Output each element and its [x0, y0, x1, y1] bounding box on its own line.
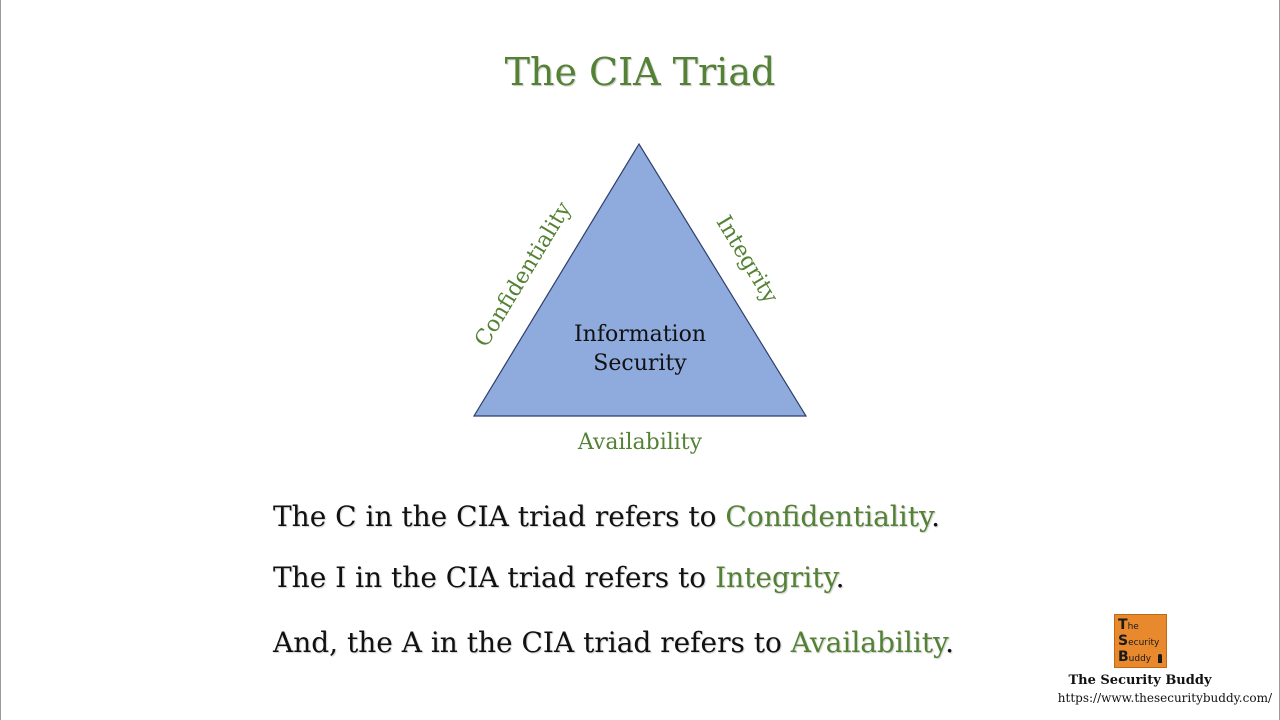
sentence-period: .: [931, 500, 941, 533]
frame-left-border: [0, 0, 1, 720]
logo-text-uddy: uddy: [1128, 654, 1152, 664]
security-buddy-logo: The Security Buddy: [1114, 614, 1167, 668]
brand-name: The Security Buddy: [1068, 673, 1212, 688]
center-label-line2: Security: [593, 351, 687, 376]
sentence-term: Integrity: [715, 561, 836, 594]
sentence-integrity: The I in the CIA triad refers to Integri…: [273, 561, 845, 594]
sentence-period: .: [945, 626, 955, 659]
logo-row-buddy: Buddy: [1118, 650, 1151, 664]
logo-initial-t: T: [1118, 617, 1128, 633]
sentence-term: Availability: [790, 626, 946, 659]
person-icon: [1158, 654, 1162, 663]
sentence-text: The C in the CIA triad refers to: [273, 500, 726, 533]
sentence-period: .: [835, 561, 845, 594]
sentence-confidentiality: The C in the CIA triad refers to Confide…: [273, 500, 940, 533]
sentence-text: And, the A in the CIA triad refers to: [273, 626, 791, 659]
center-label-line1: Information: [574, 322, 706, 347]
triad-triangle: [472, 142, 808, 417]
logo-text-ecurity: ecurity: [1128, 638, 1160, 648]
logo-text-he: he: [1127, 622, 1139, 632]
availability-label: Availability: [577, 430, 703, 455]
sentence-availability: And, the A in the CIA triad refers to Av…: [273, 626, 954, 659]
logo-row-the: The: [1118, 618, 1139, 632]
logo-row-security: Security: [1118, 634, 1159, 648]
sentence-term: Confidentiality: [725, 500, 932, 533]
logo-initial-s: S: [1118, 633, 1129, 649]
sentence-text: The I in the CIA triad refers to: [273, 561, 716, 594]
logo-initial-b: B: [1118, 649, 1129, 665]
slide-title: The CIA Triad: [504, 50, 776, 94]
brand-url[interactable]: https://www.thesecuritybuddy.com/: [1057, 691, 1272, 705]
cia-triad-diagram: Information Security Confidentiality Int…: [470, 142, 808, 455]
